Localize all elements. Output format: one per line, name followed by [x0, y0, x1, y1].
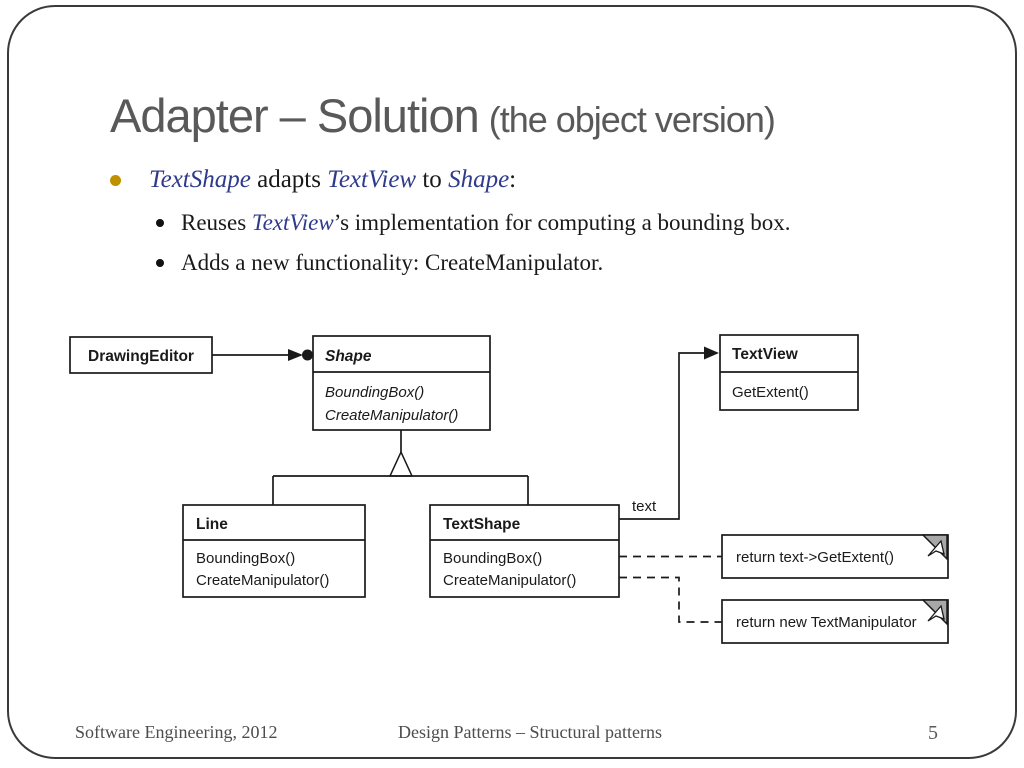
- class-method: BoundingBox(): [443, 550, 542, 567]
- text-segment: ’s implementation for computing a boundi…: [333, 210, 791, 235]
- note-text: return new TextManipulator: [736, 614, 917, 631]
- association-drawingeditor-shape: [212, 349, 313, 361]
- bullet-text: Reuses TextView’s implementation for com…: [181, 210, 790, 236]
- association-label: text: [632, 498, 657, 515]
- class-name: Line: [196, 516, 228, 533]
- class-ref-textshape: TextShape: [149, 166, 251, 193]
- inheritance-triangle-icon: [388, 450, 414, 477]
- class-method: CreateManipulator(): [196, 572, 329, 589]
- class-method: BoundingBox(): [196, 550, 295, 567]
- class-ref-textview: TextView: [251, 210, 334, 235]
- slide-title-suffix: (the object version): [488, 99, 776, 140]
- arrowhead-icon: [288, 349, 303, 361]
- bullet-item-2: Reuses TextView’s implementation for com…: [156, 210, 790, 236]
- class-box-line: Line BoundingBox() CreateManipulator(): [182, 504, 366, 598]
- bullet-item-1: TextShape adapts TextView to Shape:: [110, 166, 516, 194]
- class-method: GetExtent(): [732, 384, 809, 401]
- bullet-text: Adds a new functionality: CreateManipula…: [181, 250, 603, 276]
- aggregation-ball-icon: [302, 349, 313, 361]
- class-box-drawingeditor: DrawingEditor: [69, 336, 213, 374]
- class-box-textshape: TextShape BoundingBox() CreateManipulato…: [429, 504, 620, 598]
- slide-footer: Software Engineering, 2012 Design Patter…: [0, 722, 1024, 752]
- class-box-shape: Shape BoundingBox() CreateManipulator(): [312, 335, 491, 431]
- text-segment: Reuses: [181, 210, 252, 235]
- bullet-marker-icon: [156, 259, 164, 267]
- class-method: CreateManipulator(): [325, 407, 458, 424]
- class-name: TextShape: [443, 516, 521, 533]
- slide-title-main: Adapter – Solution: [110, 89, 480, 142]
- text-segment: Adds a new functionality: CreateManipula…: [181, 250, 604, 275]
- class-method: BoundingBox(): [325, 384, 424, 401]
- note-fold-arrow-icon: [927, 539, 945, 557]
- slide-title: Adapter – Solution(the object version): [110, 88, 970, 143]
- bullet-marker-icon: [110, 175, 121, 186]
- class-ref-shape: Shape: [448, 166, 510, 193]
- note-text: return text->GetExtent(): [736, 549, 894, 566]
- class-ref-textview: TextView: [327, 166, 417, 193]
- class-box-textview: TextView GetExtent(): [719, 334, 859, 411]
- note-createmanipulator-implementation: return new TextManipulator: [721, 599, 949, 644]
- note-fold-arrow-icon: [927, 604, 945, 622]
- bullet-marker-icon: [156, 219, 164, 227]
- class-method: CreateManipulator(): [443, 572, 576, 589]
- association-textshape-textview: text: [619, 346, 719, 520]
- class-name: Shape: [325, 348, 372, 365]
- arrowhead-icon: [704, 346, 719, 360]
- text-segment: to: [416, 166, 449, 193]
- class-name: DrawingEditor: [88, 348, 194, 365]
- inheritance-links: [272, 430, 529, 505]
- page-number: 5: [928, 722, 938, 744]
- text-segment: adapts: [250, 166, 328, 193]
- footer-section-label: Design Patterns – Structural patterns: [398, 722, 662, 742]
- class-name: TextView: [732, 346, 799, 363]
- bullet-text: TextShape adapts TextView to Shape:: [149, 166, 516, 194]
- bullet-item-3: Adds a new functionality: CreateManipula…: [156, 250, 603, 276]
- text-segment: :: [509, 166, 517, 193]
- footer-course-label: Software Engineering, 2012: [75, 722, 278, 742]
- note-boundingbox-implementation: return text->GetExtent(): [721, 534, 949, 579]
